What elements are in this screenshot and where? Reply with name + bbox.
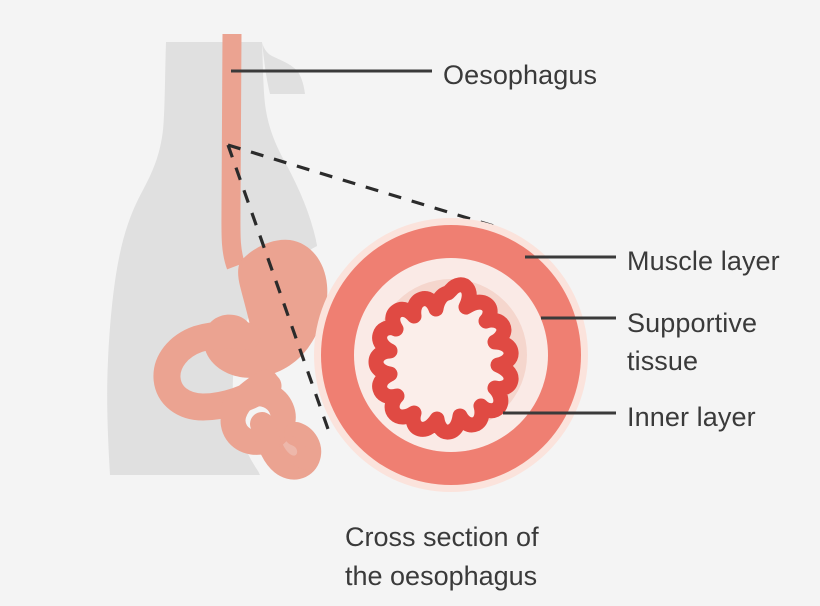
label-supportive-tissue: Supportive tissue	[627, 304, 757, 381]
digestive-tract	[153, 33, 328, 480]
leader-lines	[231, 69, 616, 415]
figure-caption: Cross section of the oesophagus	[345, 518, 675, 596]
label-supportive-tissue-line1: Supportive	[627, 308, 758, 338]
intestine-tail	[279, 436, 319, 470]
label-supportive-tissue-line2: tissue	[627, 346, 699, 377]
figure-caption-line1: Cross section of	[345, 522, 539, 552]
intestine-loop-3	[250, 412, 322, 480]
figure-caption-line2: the oesophagus	[345, 561, 538, 592]
oesophagus-tube	[221, 33, 246, 270]
cross-section	[314, 218, 588, 492]
label-muscle-layer: Muscle layer	[627, 246, 780, 276]
lumen-mucosa	[368, 277, 519, 440]
label-inner-layer: Inner layer	[627, 402, 756, 432]
magnification-guide-lower	[226, 144, 330, 430]
label-oesophagus: Oesophagus	[443, 60, 598, 90]
magnification-guides	[226, 143, 498, 430]
